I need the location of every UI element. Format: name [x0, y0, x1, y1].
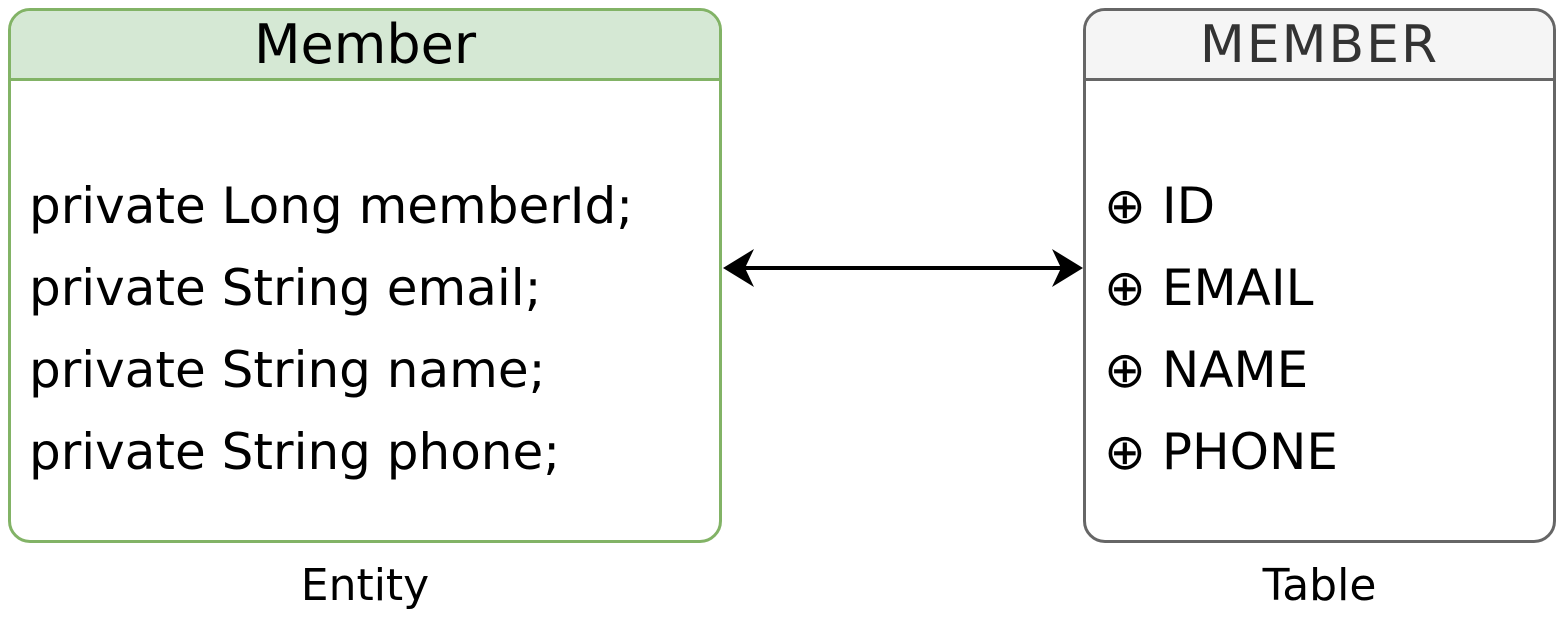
table-column-row: ⊕ NAME — [1104, 329, 1539, 411]
table-box-header: MEMBER — [1086, 11, 1553, 81]
entity-box-title: Member — [253, 13, 477, 76]
mapping-arrow-right-head — [1052, 249, 1083, 287]
entity-field: private String phone; — [29, 423, 561, 481]
column-name: PHONE — [1161, 423, 1339, 481]
table-column-row: ⊕ PHONE — [1104, 411, 1539, 493]
column-name: NAME — [1161, 341, 1309, 399]
column-name: ID — [1161, 177, 1216, 235]
entity-box: Member private Long memberId; private Str… — [8, 8, 722, 543]
mapping-arrow-left-head — [723, 249, 754, 287]
entity-field-list: private Long memberId; private String ema… — [11, 81, 719, 493]
entity-field: private String name; — [29, 341, 546, 399]
circled-plus-icon: ⊕ — [1104, 259, 1146, 317]
mapping-arrow — [723, 249, 1083, 287]
entity-field: private String email; — [29, 259, 542, 317]
table-caption: Table — [1262, 560, 1377, 611]
table-column-row: ⊕ ID — [1104, 165, 1539, 247]
circled-plus-icon: ⊕ — [1104, 177, 1146, 235]
entity-box-header: Member — [11, 11, 719, 81]
entity-field: private Long memberId; — [29, 177, 634, 235]
entity-caption: Entity — [300, 560, 430, 611]
table-box: MEMBER ⊕ ID ⊕ EMAIL ⊕ NAME ⊕ PHONE — [1083, 8, 1556, 543]
table-column-row: ⊕ EMAIL — [1104, 247, 1539, 329]
circled-plus-icon: ⊕ — [1104, 423, 1146, 481]
circled-plus-icon: ⊕ — [1104, 341, 1146, 399]
table-column-list: ⊕ ID ⊕ EMAIL ⊕ NAME ⊕ PHONE — [1086, 81, 1553, 493]
column-name: EMAIL — [1161, 259, 1314, 317]
table-box-title: MEMBER — [1199, 14, 1440, 75]
